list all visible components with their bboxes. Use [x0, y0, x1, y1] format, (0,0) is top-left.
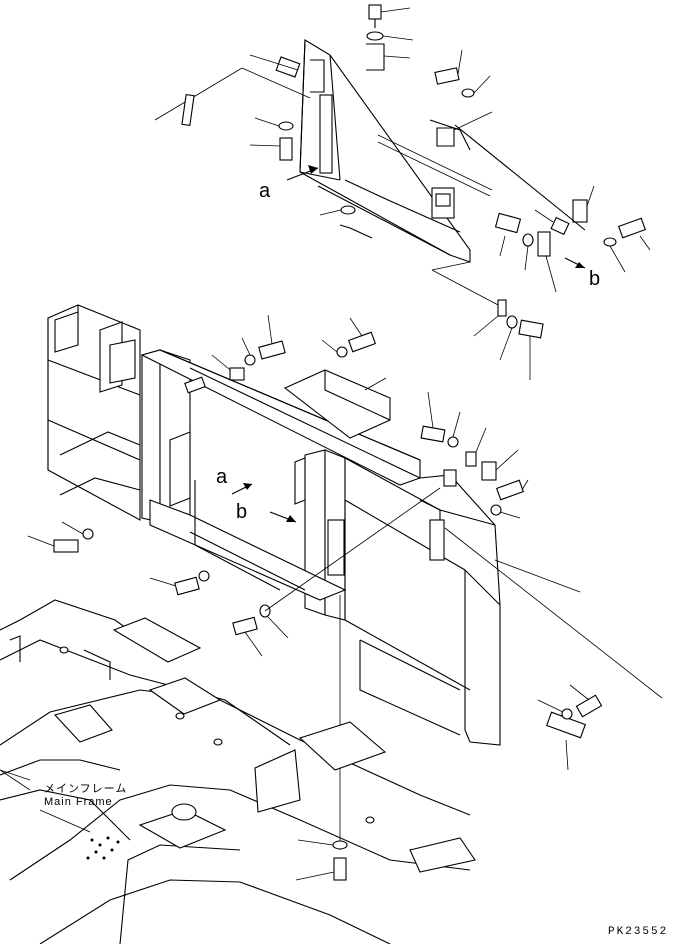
arrow-b-lower-label: b — [236, 501, 248, 523]
main-frame-english-label: Main Frame — [44, 796, 113, 808]
arrow-a-upper-label: a — [259, 180, 271, 202]
arrow-a-lower-label: a — [216, 466, 228, 488]
main-frame — [0, 599, 476, 944]
bottom-bolt — [295, 839, 348, 881]
middle-frame-assembly — [47, 304, 501, 746]
upper-fasteners — [154, 4, 493, 239]
middle-arrows — [231, 483, 297, 523]
middle-fasteners — [27, 314, 663, 850]
main-frame-leader — [0, 769, 31, 791]
main-frame-japanese-label: メインフレーム — [44, 783, 128, 795]
frame-dot-cluster — [86, 836, 120, 860]
arrow-b-upper-label: b — [589, 268, 601, 290]
upper-right-fasteners — [431, 124, 651, 380]
upper-arrows — [286, 165, 586, 269]
drawing-code: PK23552 — [608, 926, 669, 938]
upper-panel — [299, 39, 493, 263]
